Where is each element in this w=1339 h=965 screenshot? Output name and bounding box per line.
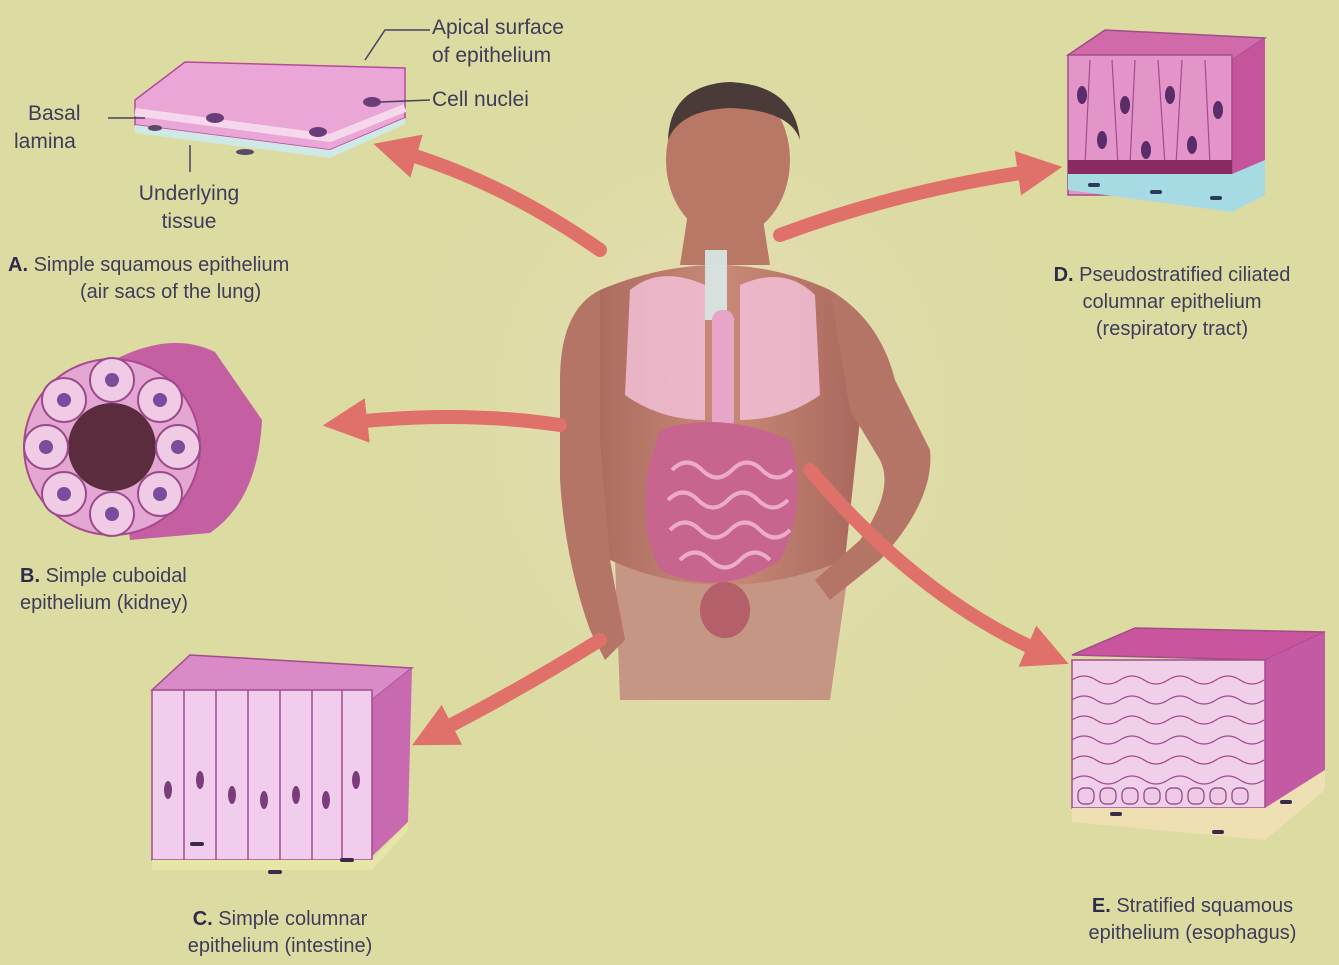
caption-e-site: epithelium (esophagus) <box>1089 922 1297 944</box>
callout-underlying-line2: tissue <box>162 210 217 233</box>
caption-b-site: epithelium (kidney) <box>20 592 188 614</box>
caption-a: A. Simple squamous epithelium (air sacs … <box>8 252 289 306</box>
callout-basal-line2: lamina <box>14 130 76 153</box>
caption-a-site: (air sacs of the lung) <box>8 281 261 303</box>
callout-underlying-tissue: Underlying tissue <box>118 180 260 237</box>
caption-d-line2: columnar epithelium <box>1083 291 1262 313</box>
caption-d-site: (respiratory tract) <box>1096 318 1248 340</box>
arrow-to-b <box>345 417 560 425</box>
callout-cell-nuclei: Cell nuclei <box>432 86 529 114</box>
callout-basal-lamina: Basal lamina <box>14 100 81 157</box>
caption-d-letter: D. <box>1054 264 1074 286</box>
callout-underlying-line1: Underlying <box>139 182 239 205</box>
caption-e-letter: E. <box>1092 895 1111 917</box>
caption-e-name: Stratified squamous <box>1116 895 1293 917</box>
cell-nucleus <box>309 127 327 137</box>
tissue-a-simple-squamous <box>108 30 430 172</box>
caption-a-name: Simple squamous epithelium <box>34 254 290 276</box>
caption-b: B. Simple cuboidal epithelium (kidney) <box>20 563 188 617</box>
tissue-e-stratified-squamous <box>1072 628 1325 840</box>
cell-nucleus <box>363 97 381 107</box>
caption-d: D. Pseudostratified ciliated columnar ep… <box>1012 262 1332 343</box>
cell-nucleus <box>206 113 224 123</box>
caption-b-name: Simple cuboidal <box>46 565 187 587</box>
tissue-b-simple-cuboidal <box>24 343 262 540</box>
tissue-c-simple-columnar <box>152 655 412 874</box>
caption-a-letter: A. <box>8 254 28 276</box>
caption-b-letter: B. <box>20 565 40 587</box>
callout-apical-line1: Apical surface <box>432 16 564 39</box>
caption-c-name: Simple columnar <box>218 908 367 930</box>
caption-d-name: Pseudostratified ciliated <box>1079 264 1290 286</box>
callout-apical-line2: of epithelium <box>432 44 551 67</box>
callout-apical-surface: Apical surface of epithelium <box>432 14 564 71</box>
callout-basal-line1: Basal <box>14 102 81 125</box>
caption-c-letter: C. <box>193 908 213 930</box>
caption-e: E. Stratified squamous epithelium (esoph… <box>1050 893 1335 947</box>
tissue-d-pseudostratified <box>1068 30 1265 212</box>
caption-c-site: epithelium (intestine) <box>188 935 373 957</box>
caption-c: C. Simple columnar epithelium (intestine… <box>140 906 420 960</box>
